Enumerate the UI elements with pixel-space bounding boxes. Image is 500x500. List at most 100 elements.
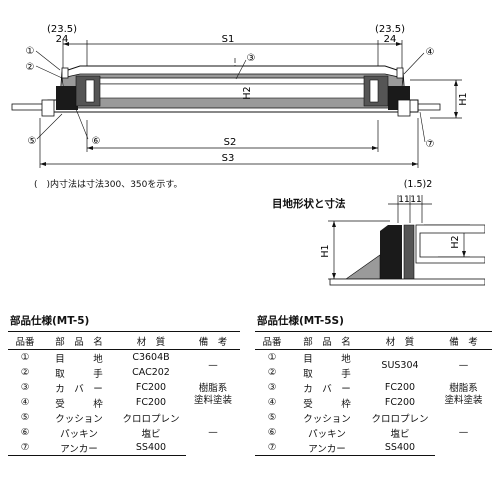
table-row: ④ 受 枠 FC200 [255, 395, 492, 410]
row-no: ⑦ [8, 440, 42, 456]
callout-7: ⑦ [426, 139, 435, 150]
table-row: ⑦ アンカー SS400 [8, 440, 240, 456]
dimension-note: ( )内寸法は寸法300、350を示す。 [34, 180, 183, 190]
row-name: 取 手 [303, 368, 351, 380]
cross-section-drawing: (23.5) 24 S1 (23.5) 24 H2 H1 S2 S3 ① ② ③… [11, 24, 469, 168]
row-no: ⑦ [255, 440, 289, 456]
header-part-name: 部 品 名 [42, 331, 116, 350]
row-no: ④ [20, 397, 30, 408]
row-material: SS400 [116, 440, 186, 456]
detail-dim-15-2: (1.5)2 [404, 179, 433, 190]
row-material: 塩ビ [141, 428, 161, 440]
row-name: パッキン [308, 428, 346, 440]
row-material: FC200 [384, 382, 416, 393]
table-row: ⑤ クッション クロロプレン — [8, 410, 240, 438]
row-name: クッション [55, 413, 103, 425]
table-row: ⑥ パッキン 塩ビ [255, 425, 492, 440]
header-no: 品番 [8, 331, 42, 350]
row-no: ② [267, 367, 277, 378]
header-no: 品番 [255, 331, 289, 350]
table-row: ③ カ バ ー FC200 樹脂系 塗料塗装 [255, 380, 492, 406]
cover [75, 75, 389, 107]
row-remark-dash: — [208, 359, 218, 371]
dim-right-24: 24 [384, 34, 397, 45]
dimension-lines [39, 40, 462, 168]
row-name: カ バ ー [303, 383, 351, 395]
row-material-sus: SUS304 [381, 359, 419, 371]
row-no: ① [267, 352, 277, 363]
table-row: ④ 受 枠 FC200 [8, 395, 240, 410]
row-remark-dash: — [458, 359, 469, 371]
row-name: カ バ ー [55, 383, 103, 395]
row-no: ⑥ [267, 427, 277, 438]
detail-joint [403, 224, 415, 280]
row-no: ⑤ [267, 412, 277, 423]
dim-h1: H1 [458, 92, 469, 105]
detail-frame [380, 225, 402, 279]
detail-title: 目地形状と寸法 [272, 198, 346, 210]
row-material: FC200 [135, 397, 167, 408]
table-row: ⑤ クッション クロロプレン — [255, 410, 492, 438]
row-remark-resin: 樹脂系 塗料塗装 [444, 383, 483, 406]
detail-dim-11b: 11 [410, 195, 421, 205]
row-no: ⑤ [20, 412, 30, 423]
header-remarks: 備 考 [435, 331, 492, 350]
dim-s2: S2 [224, 137, 237, 148]
row-no: ③ [20, 382, 30, 393]
dim-left-paren: (23.5) [47, 24, 77, 35]
row-material: クロロプレン [371, 413, 429, 425]
detail-base [345, 254, 381, 280]
row-name: 取 手 [55, 368, 103, 380]
row-name: 受 枠 [303, 398, 351, 410]
callout-3: ③ [247, 53, 256, 64]
row-name: パッキン [60, 428, 98, 440]
table-mt5s-title: 部品仕様(MT-5S) [257, 315, 344, 327]
row-material: SS400 [365, 440, 435, 456]
row-no: ⑥ [20, 427, 30, 438]
row-name: アンカー [42, 440, 116, 456]
row-material: FC200 [384, 397, 416, 408]
dim-s1: S1 [222, 34, 235, 45]
table-row: ⑦ アンカー SS400 [255, 440, 492, 456]
row-name: 受 枠 [55, 398, 103, 410]
row-no: ② [20, 367, 30, 378]
row-remark-dash: — [208, 427, 218, 439]
joints [61, 67, 404, 79]
row-material: クロロプレン [122, 413, 180, 425]
row-material: FC200 [135, 382, 167, 393]
detail-dim-11a: 11 [398, 195, 409, 205]
row-material: C3604B [132, 352, 170, 363]
row-name: 目 地 [303, 353, 351, 365]
callout-5: ⑤ [28, 136, 37, 147]
header-material: 材 質 [116, 331, 186, 350]
table-mt5s: 品番 部 品 名 材 質 備 考 ① 目 地 SUS304 — ② 取 手 ③ … [255, 331, 492, 456]
callout-1: ① [26, 46, 35, 57]
table-row: ② 取 手 [255, 365, 492, 380]
row-no: ① [20, 352, 30, 363]
dim-right-paren: (23.5) [375, 24, 405, 35]
row-no: ④ [267, 397, 277, 408]
row-no: ③ [267, 382, 277, 393]
row-remark-dash: — [458, 427, 469, 439]
detail-h1: H1 [320, 244, 331, 257]
header-material: 材 質 [365, 331, 435, 350]
table-row: ① 目 地 SUS304 — [255, 350, 492, 371]
table-mt5-title: 部品仕様(MT-5) [10, 315, 90, 327]
table-row: ② 取 手 CAC202 [8, 365, 240, 380]
row-name: クッション [303, 413, 351, 425]
dim-left-24: 24 [56, 34, 69, 45]
row-remark-resin: 樹脂系 塗料塗装 [193, 383, 232, 406]
dim-s3: S3 [222, 153, 235, 164]
anchor-bolts [41, 99, 411, 117]
row-material: CAC202 [132, 367, 170, 378]
leader-lines [35, 50, 426, 143]
table-row: ① 目 地 C3604B — [8, 350, 240, 371]
header-remarks: 備 考 [186, 331, 240, 350]
detail-anchor-plate [329, 278, 485, 286]
row-name: アンカー [289, 440, 365, 456]
callout-4: ④ [426, 47, 435, 58]
detail-h2: H2 [450, 235, 461, 248]
row-material: 塩ビ [390, 428, 410, 440]
callout-2: ② [26, 62, 35, 73]
dim-h2: H2 [242, 86, 253, 99]
